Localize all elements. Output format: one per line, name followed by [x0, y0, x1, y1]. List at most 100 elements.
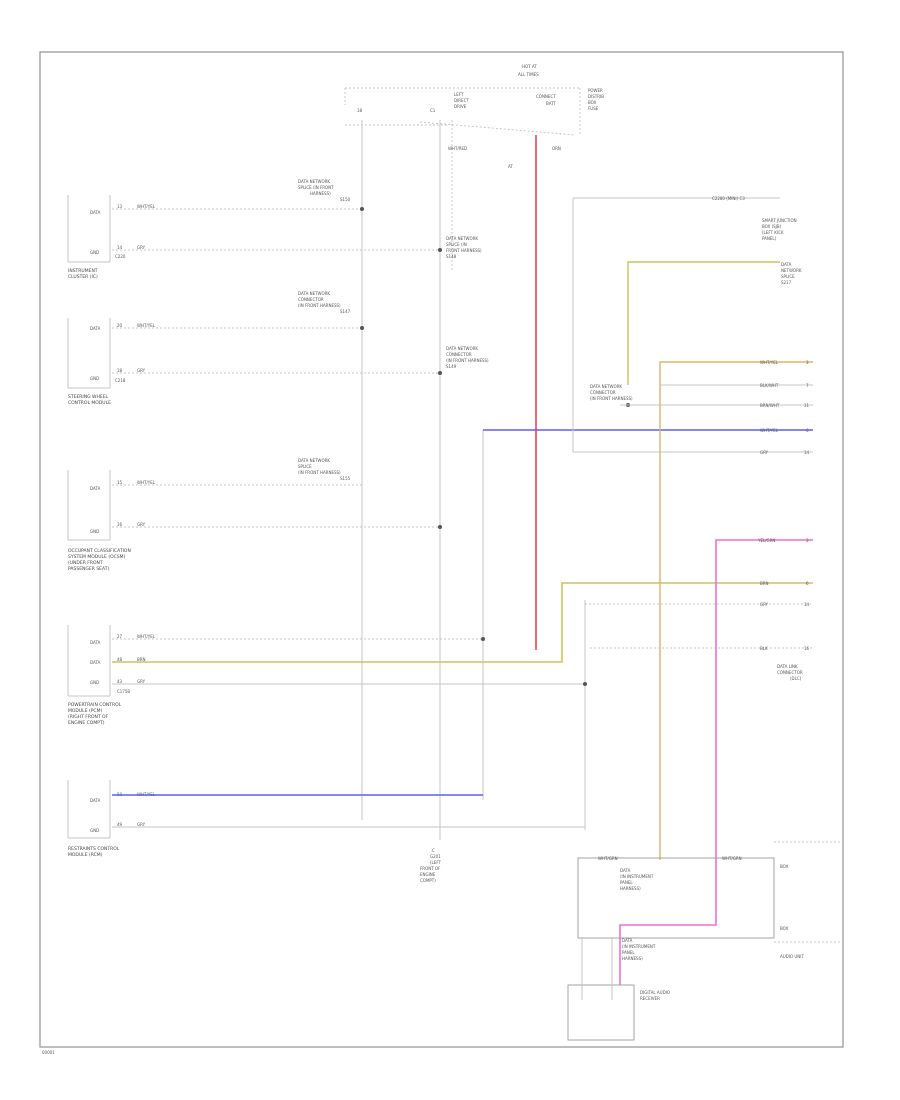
splice-5-l4: S155	[340, 476, 351, 481]
fuse-desc-1: LEFT	[454, 92, 464, 97]
ic-name-2: CLUSTER (IC)	[68, 274, 98, 280]
ground-l1: G201	[430, 854, 441, 859]
pcm-name-2: MODULE (PCM)	[68, 708, 102, 714]
swc-pin1: 20	[117, 323, 123, 328]
rcm-w2: GRY	[137, 822, 146, 827]
sjb-part-4: S217	[781, 280, 792, 285]
fuse-desc-2: DIRECT	[454, 98, 469, 103]
ocs-gnd-label: GND	[90, 529, 99, 534]
diagram-frame	[39, 51, 844, 1048]
swc-pin2: 18	[117, 368, 123, 373]
sjb-row-3-pin: 6	[806, 428, 809, 433]
ocs-data-label: DATA	[90, 486, 101, 491]
ic-pin2: 14	[117, 245, 123, 250]
sjb-splice-l3: (IN FRONT HARNESS)	[590, 396, 633, 401]
ocs-pin1: 15	[117, 480, 123, 485]
swc-data-label: DATA	[90, 326, 101, 331]
ocs-name-3: (UNDER FRONT	[68, 560, 103, 566]
ocs-w2: GRY	[137, 522, 146, 527]
pcm-gnd-label: GND	[90, 680, 99, 685]
splice-3-l2: CONNECTOR	[298, 297, 324, 302]
dlc-name-2: CONNECTOR	[777, 670, 803, 675]
dlc-row-3-pin: 16	[804, 646, 810, 651]
ground-l5: COMPT)	[420, 878, 436, 883]
audio-s1-2: (IN INSTRUMENT	[620, 874, 654, 879]
splice-2-l4: S148	[446, 254, 457, 259]
receiver-name-2: RECEIVER	[640, 996, 660, 1001]
ocs-name-1: OCCUPANT CLASSIFICATION	[68, 548, 131, 554]
fuse-mid-label: CONNECT	[536, 94, 556, 99]
dlc-row-0-w: YEL/GRN	[757, 538, 775, 543]
pcm-conn: C175B	[117, 689, 130, 694]
pcm-pin2: 48	[117, 657, 123, 662]
splice-3-l3: (IN FRONT HARNESS)	[298, 303, 341, 308]
splice-1-l4: S150	[340, 197, 351, 202]
sjb-title-3: (LEFT KICK	[762, 230, 784, 235]
olive-sjb-wire	[627, 261, 780, 385]
fuse-label-a: AT	[508, 164, 513, 169]
receiver-name-1: DIGITAL AUDIO	[640, 990, 670, 995]
sjb-splice-l1: DATA NETWORK	[590, 384, 622, 389]
splice-1-l2: SPLICE (IN FRONT	[298, 185, 334, 190]
pin-b-label: C1	[430, 108, 436, 113]
audio-unit-label: AUDIO UNIT	[780, 954, 804, 959]
pcm-w1: WHT/YEL	[137, 634, 156, 639]
splice-2-l1: DATA NETWORK	[446, 236, 478, 241]
audio-section: WHT/GRN WHT/GRN DATA (IN INSTRUMENT PANE…	[567, 841, 840, 1041]
audio-s2-1: DATA	[622, 938, 633, 943]
sjb-row-4-w: GRY	[760, 450, 769, 455]
dlc-row-3-w: BLK	[760, 646, 768, 651]
audio-c2: BOX	[780, 864, 789, 869]
sjb-part-3: SPLICE	[781, 274, 795, 279]
audio-s1-1: DATA	[620, 868, 631, 873]
splice-5-l1: DATA NETWORK	[298, 458, 330, 463]
ground-l2: (LEFT	[430, 860, 442, 865]
swc-name-1: STEERING WHEEL	[68, 394, 109, 400]
splice-3-l4: S147	[340, 309, 351, 314]
sjb-header: C2280 (MINI) C3	[712, 196, 745, 201]
ic-data-label: DATA	[90, 210, 101, 215]
digital-audio-receiver	[567, 984, 635, 1041]
sjb-row-0-pin: 3	[806, 360, 809, 365]
rcm-pin2: 49	[117, 822, 123, 827]
dlc-row-1-pin: 6	[806, 581, 809, 586]
splice-2-l2: SPLICE (IN	[446, 242, 467, 247]
sjb-row-4-pin: 14	[804, 450, 810, 455]
splice-labels: DATA NETWORK SPLICE (IN FRONT HARNESS) S…	[298, 179, 489, 481]
splice-1-l3: HARNESS)	[310, 191, 331, 196]
pcm-name-3: (RIGHT FRONT OF	[68, 714, 109, 720]
sjb-splice-l2: CONNECTOR	[590, 390, 616, 395]
sjb-title-4: PANEL)	[762, 236, 777, 241]
pcm-w3: GRY	[137, 679, 146, 684]
rcm-gnd-label: GND	[90, 828, 99, 833]
fuse-mid2-label: BATT	[546, 101, 557, 106]
ground-l4: ENGINE	[420, 872, 436, 877]
footer-code: 00001	[42, 1050, 55, 1055]
dlc-row-2-pin: 14	[804, 602, 810, 607]
pin-a-label: 18	[357, 108, 363, 113]
module-restraints-control: DATA GND 50 49 WHT/YEL GRY RESTRAINTS CO…	[67, 780, 585, 858]
all-times-label: ALL TIMES	[518, 72, 539, 77]
sjb-row-2-w: BRN/WHT	[760, 403, 780, 408]
splice-4-l4: S149	[446, 364, 457, 369]
sjb-row-0-w: WHT/YEL	[760, 360, 779, 365]
audio-side-1: WHT/GRN	[598, 856, 618, 861]
audio-side-2: WHT/GRN	[722, 856, 742, 861]
pink-data-wire	[619, 539, 813, 985]
pcm-name-4: ENGINE COMPT)	[68, 720, 105, 726]
sjb-row-2-pin: 11	[804, 403, 810, 408]
ocs-name-2: SYSTEM MODULE (OCSM)	[68, 554, 126, 560]
power-label-2: DISTRIB	[588, 94, 604, 99]
ground-pin: C	[432, 848, 435, 853]
dlc-name-1: DATA LINK	[777, 664, 798, 669]
module-steering-wheel: DATA GND 20 18 WHT/YEL GRY C218 STEERING…	[67, 318, 440, 406]
sjb-part-1: DATA	[781, 262, 792, 267]
splice-dots	[360, 207, 630, 686]
pcm-data-label: DATA	[90, 640, 101, 645]
ocs-w1: WHT/YEL	[137, 480, 156, 485]
fuse-desc-3: DRIVE	[454, 104, 467, 109]
audio-s2-2: (IN INSTRUMENT	[622, 944, 656, 949]
module-occupant-classification: DATA GND 15 16 WHT/YEL GRY OCCUPANT CLAS…	[67, 470, 440, 572]
ic-w2: GRY	[137, 245, 146, 250]
